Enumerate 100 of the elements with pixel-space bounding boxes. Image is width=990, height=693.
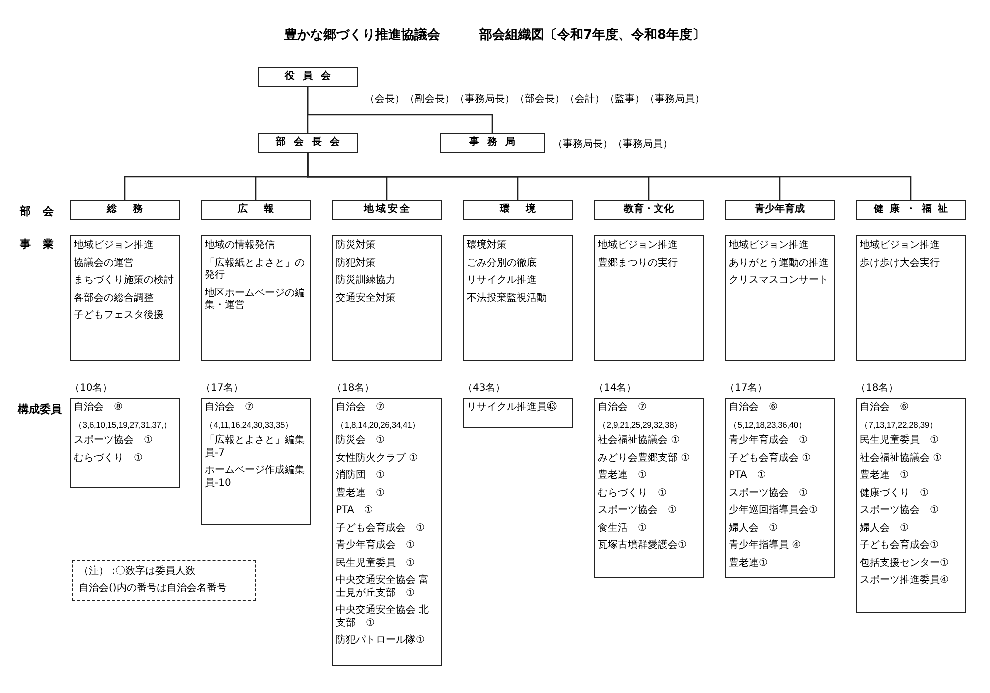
- member-item: 消防団 ①: [336, 470, 386, 483]
- unit-name: 地域安全: [364, 204, 412, 216]
- unit-name: 部会長会: [276, 136, 348, 150]
- member-item: 防犯パトロール隊①: [336, 635, 426, 648]
- title: 豊かな郷づくり推進協議会 部会組織図〔令和7年度、令和8年度〕: [283, 26, 707, 44]
- activity-box: [594, 235, 704, 361]
- activity-item: 地区ホームページの編集・運営: [205, 288, 306, 312]
- member-count: （18名）: [856, 382, 899, 395]
- activity-item: 地域の情報発信: [205, 240, 276, 252]
- member-item: 女性防火クラブ ①: [336, 452, 420, 466]
- member-item: 社会福祉協議会 ①: [860, 452, 944, 466]
- activity-item: 地域ビジョン推進: [74, 240, 155, 252]
- member-item: PTA ①: [336, 505, 374, 518]
- member-item: 青少年指導員 ④: [729, 540, 802, 553]
- member-item: スポーツ協会 ①: [860, 505, 940, 518]
- role-list: （会長）（副会長）（事務局長）（部会長）（会計）（監事）（事務局員）: [365, 92, 705, 106]
- activity-box: [70, 235, 180, 361]
- member-item: （1,8,14,20,26,34,41）: [336, 420, 422, 430]
- activity-item: 各部会の総合調整: [74, 292, 155, 305]
- org-unit-box: [594, 200, 704, 220]
- activity-box: [201, 235, 311, 361]
- member-count: （17名）: [201, 382, 244, 395]
- member-item: スポーツ協会 ①: [74, 435, 154, 448]
- member-item: むらづくり ①: [598, 488, 668, 500]
- org-unit-box: [725, 200, 835, 220]
- activity-item: ありがとう運動の推進: [729, 258, 830, 270]
- unit-name: 環境: [500, 204, 552, 216]
- activity-item: 交通安全対策: [336, 292, 397, 305]
- activity-item: 子どもフェスタ後援: [74, 310, 165, 322]
- member-item: スポーツ協会 ①: [598, 505, 678, 518]
- activity-item: 協議会の運営: [74, 258, 135, 270]
- member-item: 自治会 ⑦: [598, 402, 648, 414]
- member-item: 「広報とよさと」編集員-7: [205, 435, 306, 460]
- member-item: （7,13,17,22,28,39）: [860, 420, 940, 430]
- unit-name: 健康・福祉: [874, 204, 954, 216]
- member-item: 豊老連 ①: [860, 470, 910, 483]
- member-item: PTA ①: [729, 470, 768, 483]
- note-text: 自治会()内の番号は自治会名番号: [79, 582, 228, 595]
- activity-box: [463, 235, 573, 361]
- member-item: 自治会 ⑧: [74, 402, 124, 414]
- member-item: 防災会 ①: [336, 435, 386, 448]
- member-box: [594, 398, 704, 578]
- member-item: みどり会豊郷支部 ①: [598, 452, 692, 466]
- member-box: [332, 398, 442, 666]
- member-count: （43名）: [463, 382, 506, 395]
- member-item: 民生児童委員 ①: [860, 435, 940, 448]
- activity-item: 環境対策: [467, 240, 508, 252]
- activity-item: 防犯対策: [336, 258, 377, 270]
- member-item: 婦人会 ①: [729, 522, 779, 536]
- member-item: （4,11,16,24,30,33,35）: [205, 420, 295, 430]
- row-label: 構成委員: [18, 402, 62, 417]
- member-item: 中央交通安全協会 北支部 ①: [336, 605, 430, 630]
- org-unit-box: [258, 67, 358, 87]
- member-box: [856, 398, 966, 613]
- member-item: 健康づくり ①: [860, 488, 930, 500]
- member-item: 豊老連 ①: [598, 470, 648, 483]
- member-item: 子ども会育成会 ①: [336, 522, 426, 536]
- member-item: （2,9,21,25,29,32,38）: [598, 420, 684, 430]
- connector-line: [307, 87, 494, 133]
- member-item: スポーツ協会 ①: [729, 488, 809, 500]
- member-item: 自治会 ⑥: [860, 402, 910, 414]
- note-box: [72, 560, 256, 601]
- unit-name: 青少年育成: [755, 204, 805, 216]
- member-item: 社会福祉協議会 ①: [598, 435, 682, 448]
- activity-item: 「広報紙とよさと」の発行: [205, 258, 306, 282]
- member-item: 豊老連①: [729, 558, 769, 570]
- member-item: 民生児童委員 ①: [336, 558, 416, 570]
- activity-item: クリスマスコンサート: [729, 275, 830, 288]
- member-count: （18名）: [332, 382, 375, 395]
- member-box: [70, 398, 180, 488]
- member-item: 青少年育成会 ①: [729, 435, 809, 448]
- row-label: 事業: [20, 237, 66, 252]
- note-text: （注） :〇数字は委員人数: [79, 566, 197, 578]
- unit-name: 総務: [107, 204, 159, 216]
- member-item: 自治会 ⑥: [729, 402, 779, 414]
- activity-box: [725, 235, 835, 361]
- member-item: （5,12,18,23,36,40）: [729, 420, 808, 430]
- member-box: [725, 398, 835, 578]
- org-unit-box: [856, 200, 966, 220]
- activity-item: 豊郷まつりの実行: [598, 258, 679, 270]
- member-item: むらづくり ①: [74, 452, 144, 466]
- member-item: （3,6,10,15,19,27,31,37,）: [74, 420, 174, 430]
- org-unit-box: [440, 133, 545, 153]
- member-item: ホームページ作成編集員-10: [205, 465, 306, 490]
- org-unit-box: [463, 200, 573, 220]
- member-box: [201, 398, 311, 525]
- activity-item: 不法投棄監視活動: [467, 292, 548, 305]
- org-unit-box: [258, 133, 358, 153]
- member-item: 自治会 ⑦: [205, 402, 255, 414]
- activity-item: 歩け歩け大会実行: [860, 258, 941, 270]
- activity-item: 地域ビジョン推進: [860, 240, 941, 252]
- member-item: 自治会 ⑦: [336, 402, 386, 414]
- activity-item: 防災対策: [336, 240, 377, 252]
- member-item: 包括支援センター①: [860, 558, 950, 570]
- role-list: （事務局長）（事務局員）: [553, 137, 673, 151]
- member-item: 中央交通安全協会 富士見が丘支部 ①: [336, 575, 430, 600]
- row-label: 部会: [20, 204, 66, 219]
- activity-box: [856, 235, 966, 361]
- member-item: 瓦塚古墳群愛護会①: [598, 540, 688, 553]
- org-unit-box: [332, 200, 442, 220]
